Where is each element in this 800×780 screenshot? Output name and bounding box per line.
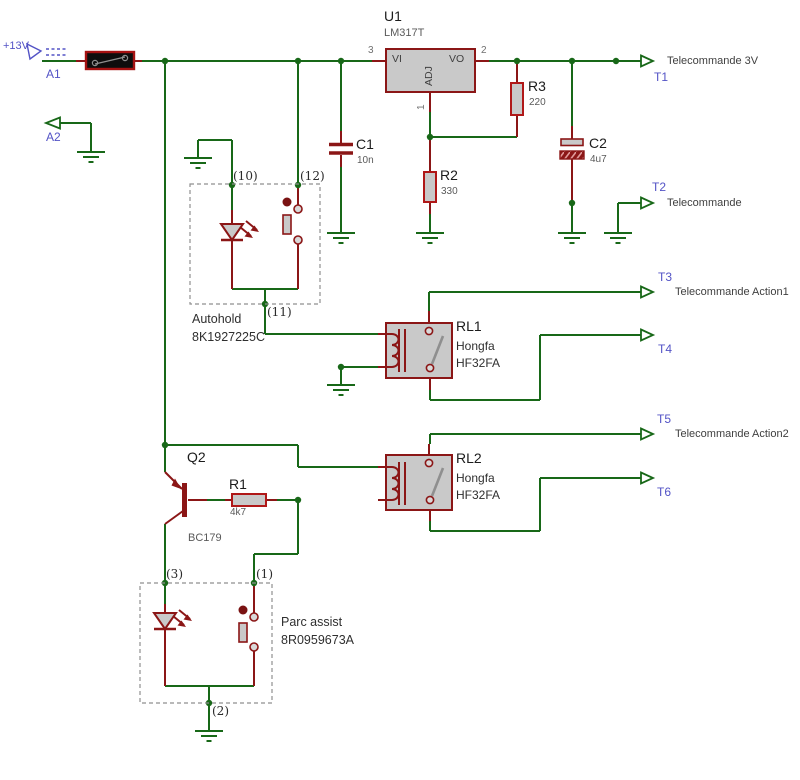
u1-pin2-number: 2 bbox=[481, 45, 487, 56]
u1-pin-vi-label: VI bbox=[392, 53, 402, 65]
autohold-pin12-label: (12) bbox=[300, 169, 325, 183]
u1-ref-label: U1 bbox=[384, 8, 402, 24]
c2-value-label: 4u7 bbox=[590, 154, 607, 165]
rl2-model-label: HF32FA bbox=[456, 488, 501, 502]
r1-ref-label: R1 bbox=[229, 476, 247, 492]
rl1-maker-label: Hongfa bbox=[456, 339, 495, 353]
u1-pin1-number: 1 bbox=[416, 104, 427, 110]
c1-ref-label: C1 bbox=[356, 136, 374, 152]
parc-name-label: Parc assist bbox=[281, 615, 343, 629]
terminal-t1-label: T1 bbox=[654, 70, 669, 84]
ground-symbols bbox=[77, 151, 632, 742]
t5-net-label: Telecommande Action2 bbox=[675, 428, 789, 440]
led-icon bbox=[152, 609, 192, 631]
led-icon bbox=[219, 220, 259, 242]
t1-net-label: Telecommande 3V bbox=[667, 55, 759, 67]
terminal-t4-arrow-icon[interactable] bbox=[640, 328, 656, 342]
relay-rl1[interactable] bbox=[385, 322, 453, 379]
terminal-t2-arrow-icon[interactable] bbox=[640, 196, 656, 210]
q2-value-label: BC179 bbox=[188, 532, 222, 544]
ground-icon bbox=[558, 232, 586, 244]
ground-icon bbox=[604, 232, 632, 244]
u1-value-label: LM317T bbox=[384, 27, 425, 39]
autohold-pin11-label: (11) bbox=[267, 305, 292, 319]
fuse[interactable] bbox=[84, 50, 136, 71]
terminal-t3-arrow-icon[interactable] bbox=[640, 285, 656, 299]
ground-icon bbox=[327, 232, 355, 244]
c1-value-label: 10n bbox=[357, 155, 374, 166]
t2-net-label: Telecommande bbox=[667, 197, 742, 209]
r1-value-label: 4k7 bbox=[230, 507, 247, 518]
ground-icon bbox=[77, 151, 105, 163]
regulator-u1[interactable] bbox=[385, 48, 476, 93]
terminal-t3-label: T3 bbox=[658, 270, 673, 284]
junction-dots bbox=[161, 57, 620, 707]
terminal-a2-arrow-icon[interactable] bbox=[43, 116, 61, 130]
parc-code-label: 8R0959673A bbox=[281, 633, 354, 647]
terminal-t5-label: T5 bbox=[657, 412, 672, 426]
parc-pin1-label: (1) bbox=[256, 567, 273, 581]
a1-net-label: +13V bbox=[3, 40, 29, 52]
q2-ref-label: Q2 bbox=[187, 449, 206, 465]
wires bbox=[42, 60, 641, 731]
terminal-a2-label: A2 bbox=[46, 130, 61, 144]
pushbutton-icon bbox=[238, 605, 259, 652]
u1-pin-adj-label: ADJ bbox=[423, 66, 435, 86]
autohold-name-label: Autohold bbox=[192, 312, 242, 326]
rl2-ref-label: RL2 bbox=[456, 450, 482, 466]
parc-pin3-label: (3) bbox=[166, 567, 183, 581]
terminal-a1-label: A1 bbox=[46, 67, 61, 81]
rl2-maker-label: Hongfa bbox=[456, 471, 495, 485]
relay-rl2[interactable] bbox=[385, 454, 453, 511]
r3-ref-label: R3 bbox=[528, 78, 546, 94]
resistor-r1[interactable] bbox=[231, 493, 267, 507]
terminal-t4-label: T4 bbox=[658, 342, 673, 356]
autohold-code-label: 8K1927225C bbox=[192, 330, 265, 344]
terminal-t2-label: T2 bbox=[652, 180, 667, 194]
t3-net-label: Telecommande Action1 bbox=[675, 286, 789, 298]
parc-assist-module[interactable] bbox=[139, 582, 273, 704]
parc-pin2-label: (2) bbox=[212, 704, 229, 718]
autohold-module[interactable] bbox=[189, 183, 321, 305]
ground-icon bbox=[416, 232, 444, 244]
u1-pin-vo-label: VO bbox=[449, 53, 465, 65]
power-arrow-icon bbox=[26, 42, 43, 61]
capacitor-c1[interactable] bbox=[329, 142, 353, 155]
resistor-r2[interactable] bbox=[423, 171, 437, 203]
r2-ref-label: R2 bbox=[440, 167, 458, 183]
rl1-model-label: HF32FA bbox=[456, 356, 501, 370]
ground-icon bbox=[184, 157, 212, 169]
r2-value-label: 330 bbox=[441, 186, 458, 197]
ground-icon bbox=[195, 730, 223, 742]
rl1-ref-label: RL1 bbox=[456, 318, 482, 334]
terminal-t5-arrow-icon[interactable] bbox=[640, 427, 656, 441]
u1-pin3-number: 3 bbox=[368, 45, 374, 56]
resistor-r3[interactable] bbox=[510, 82, 524, 116]
c2-ref-label: C2 bbox=[589, 135, 607, 151]
terminal-t1-arrow-icon[interactable] bbox=[640, 54, 656, 68]
autohold-pin10-label: (10) bbox=[233, 169, 258, 183]
transistor-q2[interactable] bbox=[164, 471, 187, 525]
terminal-t6-label: T6 bbox=[657, 485, 672, 499]
r3-value-label: 220 bbox=[529, 97, 546, 108]
terminal-t6-arrow-icon[interactable] bbox=[640, 471, 656, 485]
ground-icon bbox=[327, 384, 355, 396]
power-terminal-a1[interactable] bbox=[26, 42, 66, 61]
capacitor-c2[interactable] bbox=[559, 138, 585, 160]
pushbutton-icon bbox=[282, 197, 303, 245]
component-pins bbox=[76, 60, 573, 686]
